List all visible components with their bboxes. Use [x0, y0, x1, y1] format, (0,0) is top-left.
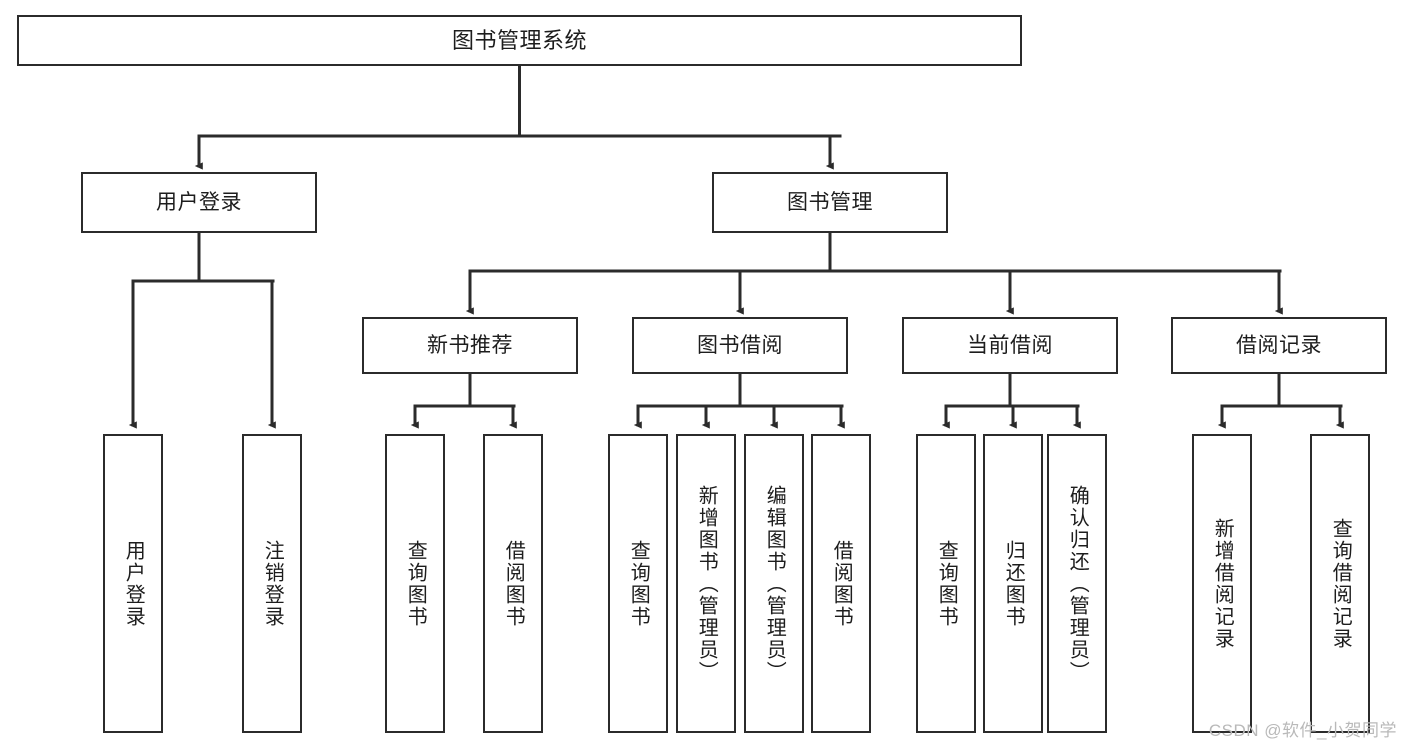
node-current-borrowing[interactable]: 当前借阅 [902, 317, 1118, 374]
leaf-bookborrow-query-book[interactable]: 查询图书 [608, 434, 668, 733]
node-new-book-recommendation[interactable]: 新书推荐 [362, 317, 578, 374]
node-label: 当前借阅 [967, 333, 1053, 357]
leaf-borrowrecord-query-record[interactable]: 查询借阅记录 [1310, 434, 1370, 733]
node-label: 查询图书 [627, 539, 650, 628]
node-label: 新增图书（管理员） [695, 484, 718, 683]
leaf-currentborrow-confirm-return-admin[interactable]: 确认归还（管理员） [1047, 434, 1107, 733]
leaf-borrowrecord-add-record[interactable]: 新增借阅记录 [1192, 434, 1252, 733]
leaf-user-logout[interactable]: 注销登录 [242, 434, 302, 733]
node-label: 编辑图书（管理员） [763, 484, 786, 683]
node-label: 注销登录 [261, 539, 284, 628]
leaf-bookborrow-add-book-admin[interactable]: 新增图书（管理员） [676, 434, 736, 733]
node-borrowing-records[interactable]: 借阅记录 [1171, 317, 1387, 374]
node-label: 归还图书 [1002, 539, 1025, 628]
node-user-login[interactable]: 用户登录 [81, 172, 317, 233]
leaf-currentborrow-return-book[interactable]: 归还图书 [983, 434, 1043, 733]
node-label: 查询图书 [404, 539, 427, 628]
leaf-bookborrow-borrow-book[interactable]: 借阅图书 [811, 434, 871, 733]
node-label: 确认归还（管理员） [1066, 484, 1089, 683]
leaf-newbooks-borrow-book[interactable]: 借阅图书 [483, 434, 543, 733]
node-label: 新增借阅记录 [1211, 517, 1234, 650]
node-root-book-management-system[interactable]: 图书管理系统 [17, 15, 1022, 66]
node-book-management[interactable]: 图书管理 [712, 172, 948, 233]
leaf-user-login[interactable]: 用户登录 [103, 434, 163, 733]
node-label: 查询图书 [935, 539, 958, 628]
node-label: 用户登录 [122, 539, 145, 628]
node-book-borrowing[interactable]: 图书借阅 [632, 317, 848, 374]
node-label: 新书推荐 [427, 333, 513, 357]
node-label: 图书借阅 [697, 333, 783, 357]
node-label: 图书管理系统 [451, 27, 587, 53]
leaf-newbooks-query-book[interactable]: 查询图书 [385, 434, 445, 733]
node-label: 图书管理 [787, 190, 873, 214]
leaf-currentborrow-query-book[interactable]: 查询图书 [916, 434, 976, 733]
node-label: 借阅图书 [830, 539, 853, 628]
node-label: 借阅图书 [502, 539, 525, 628]
node-label: 用户登录 [156, 190, 242, 214]
node-label: 查询借阅记录 [1329, 517, 1352, 650]
node-label: 借阅记录 [1236, 333, 1322, 357]
leaf-bookborrow-edit-book-admin[interactable]: 编辑图书（管理员） [744, 434, 804, 733]
